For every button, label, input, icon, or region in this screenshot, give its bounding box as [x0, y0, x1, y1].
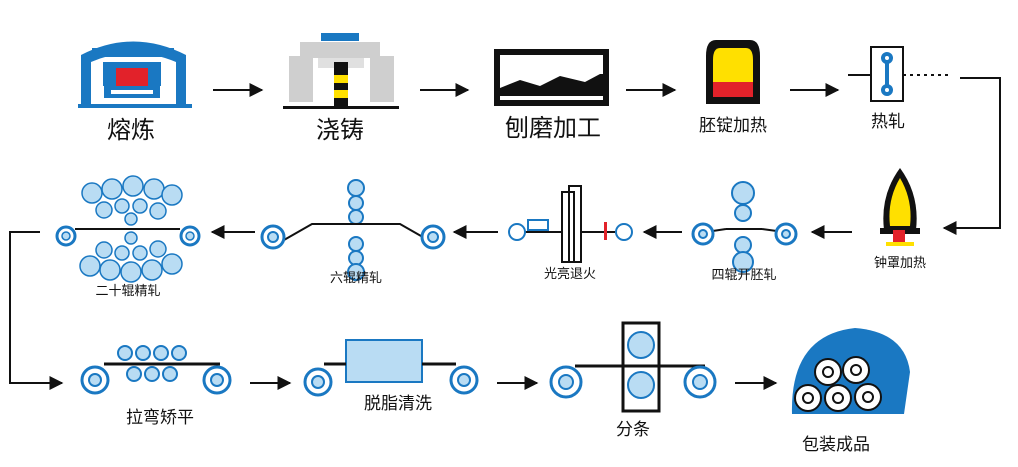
label-smelting: 熔炼 [107, 116, 155, 144]
label-straightening: 拉弯矫平 [126, 408, 194, 428]
label-hot-rolling: 热轧 [871, 112, 905, 132]
label-bright-anneal: 光亮退火 [543, 267, 597, 282]
arrow-twentyroll-to-leveler [9, 231, 64, 390]
label-bell-heating: 钟罩加热 [873, 256, 927, 271]
four-roll-mill-icon [691, 181, 798, 273]
ingot-heating-icon [706, 40, 760, 104]
arrow-hotroll-to-bell [942, 77, 1001, 235]
label-billet-heating: 胚锭加热 [699, 116, 767, 136]
label-four-roll: 四辊开胚轧 [711, 268, 777, 283]
bell-furnace-icon [880, 168, 920, 246]
label-packing: 包装成品 [802, 435, 870, 455]
label-degreasing: 脱脂清洗 [364, 394, 432, 414]
label-planing: 刨磨加工 [505, 114, 601, 142]
six-roll-mill-icon [260, 179, 446, 281]
slitter-icon [549, 321, 717, 413]
flow-arrows [9, 77, 1001, 390]
degreasing-tank-icon [303, 339, 479, 397]
annealing-line-icon [508, 185, 633, 263]
label-slitting: 分条 [616, 420, 650, 440]
twenty-roll-mill-icon [55, 175, 201, 283]
label-six-roll: 六辊精轧 [329, 271, 383, 286]
furnace-icon [78, 41, 192, 108]
casting-machine-icon [283, 33, 399, 109]
label-casting: 浇铸 [316, 116, 364, 144]
tension-leveler-icon [80, 345, 232, 395]
coil-package-icon [791, 328, 910, 414]
grinding-frame-icon [494, 49, 609, 106]
hot-rolling-icon [848, 46, 952, 102]
label-twenty-roll: 二十辊精轧 [95, 284, 161, 299]
